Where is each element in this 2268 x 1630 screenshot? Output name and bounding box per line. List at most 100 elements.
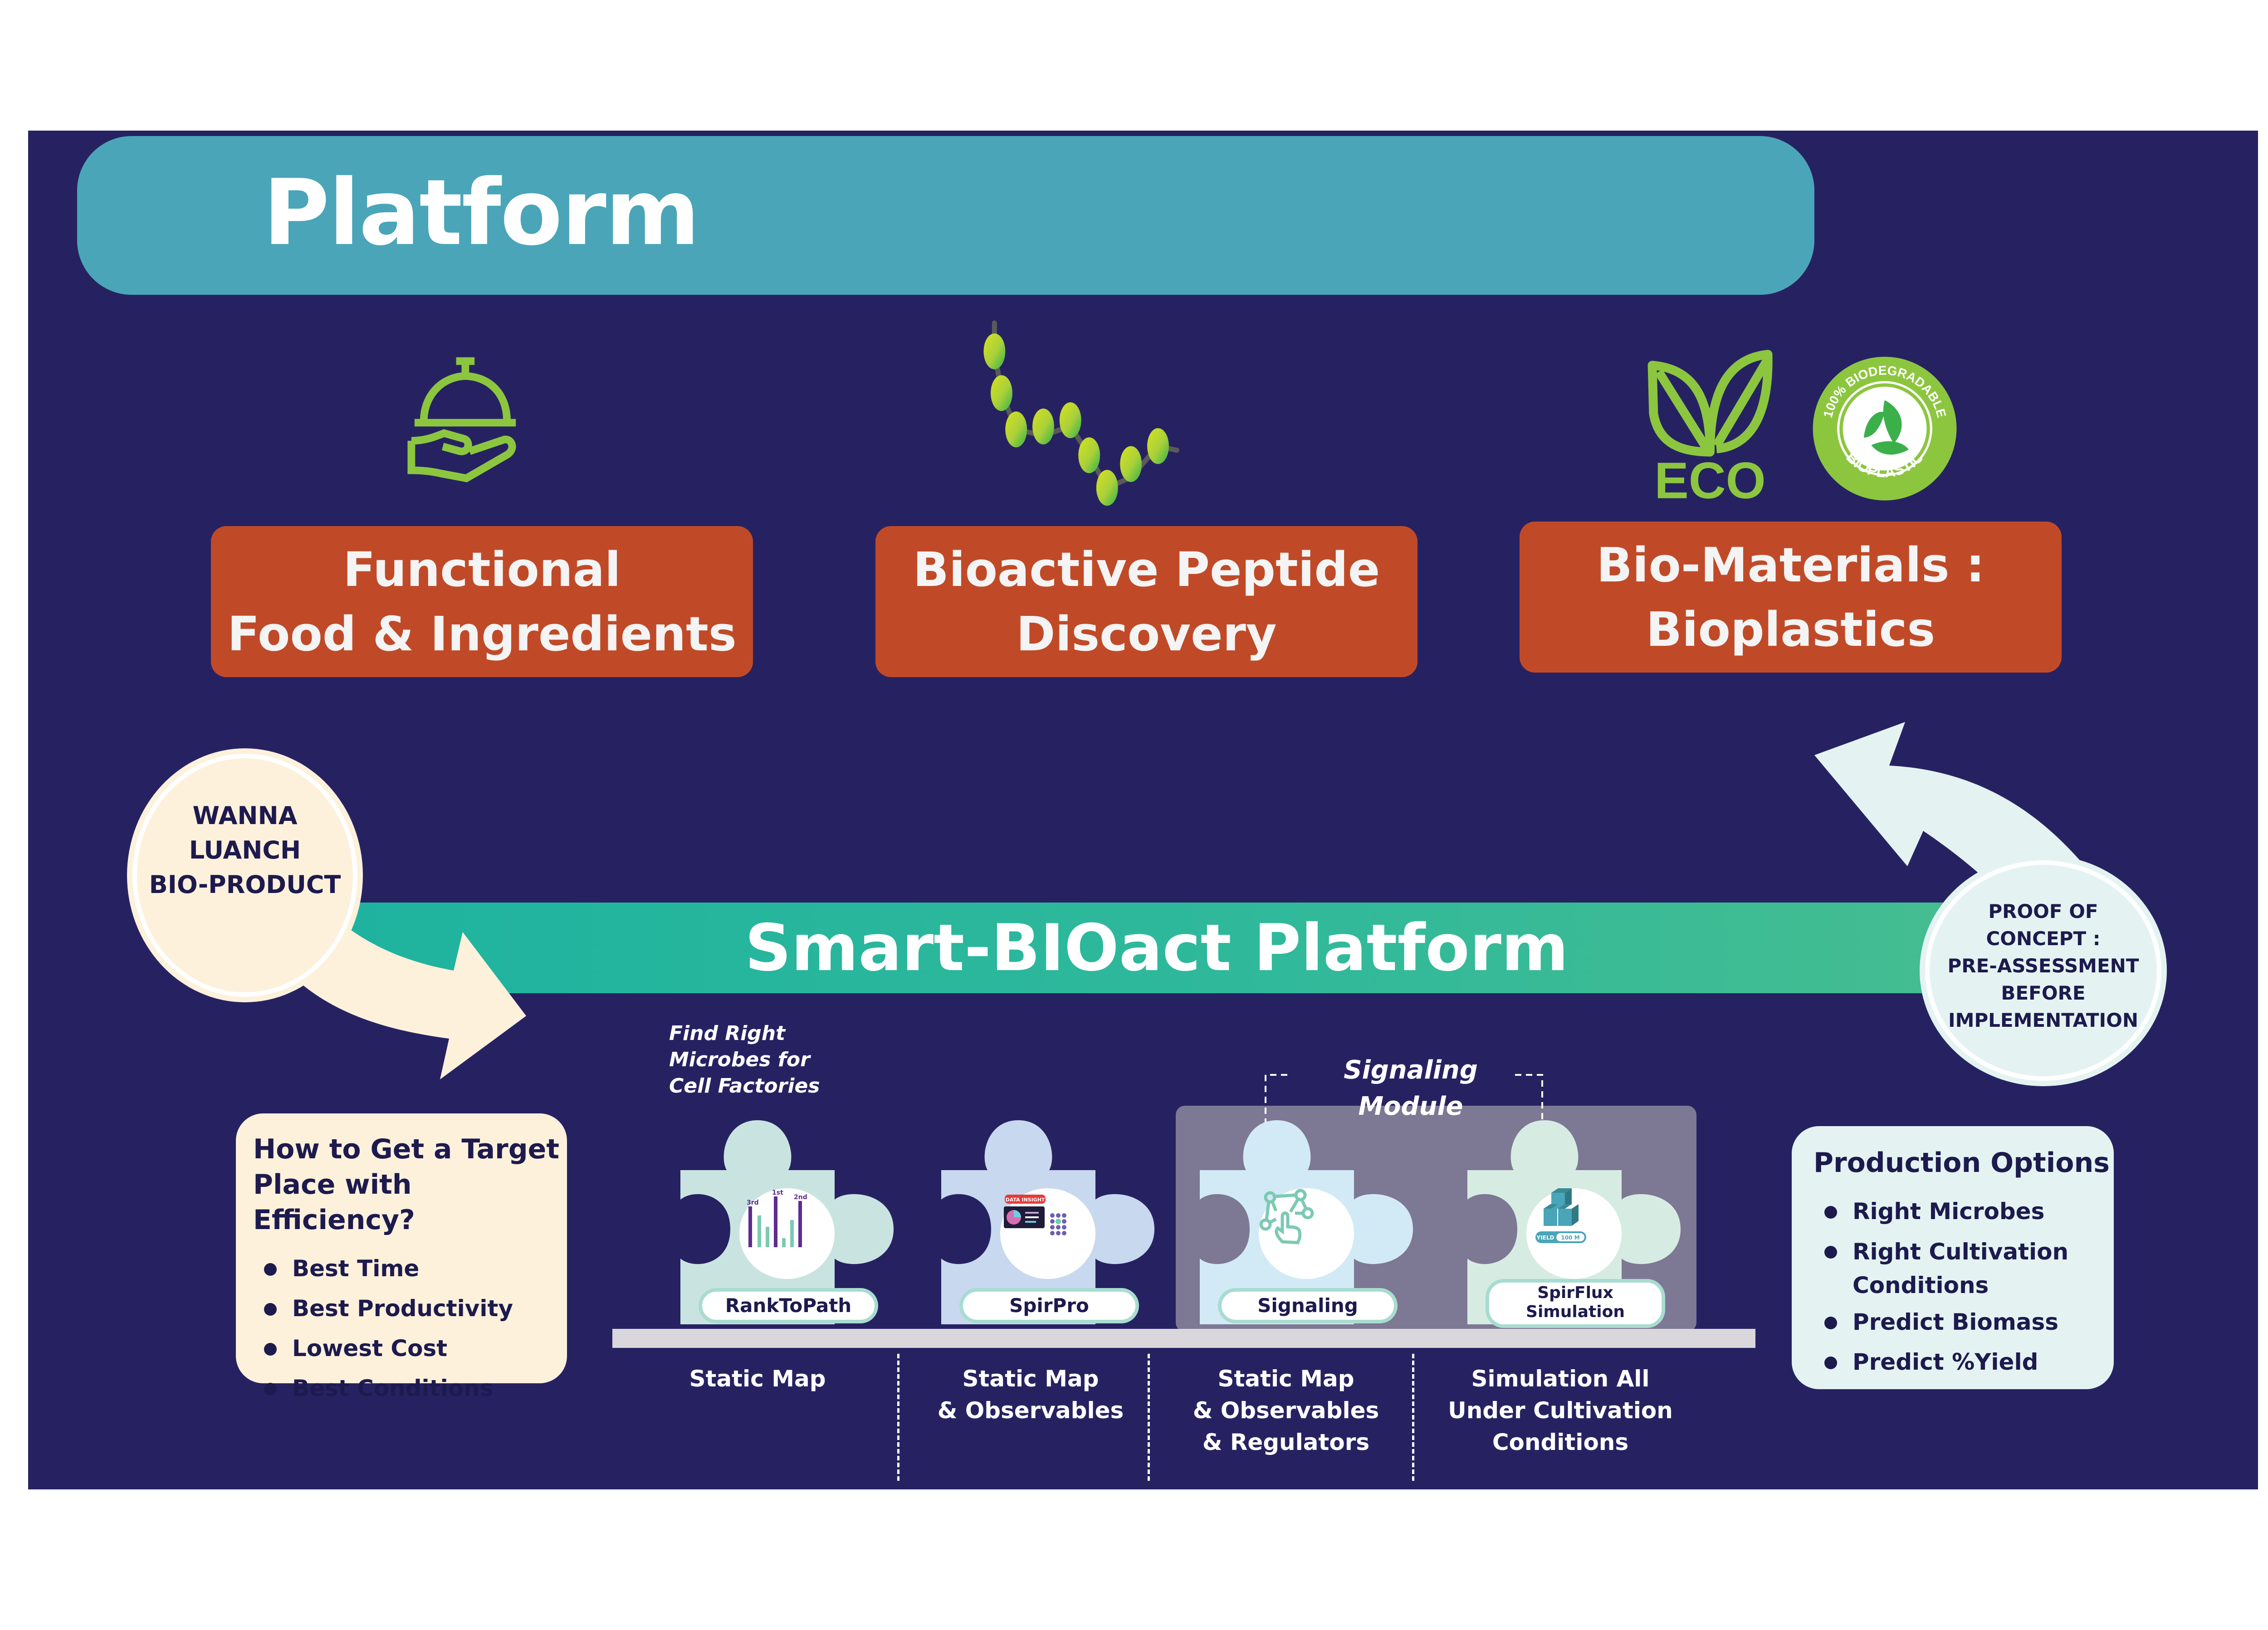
find-note-line: Microbes for [669,1048,810,1071]
target-item-text: Best Conditions [292,1375,494,1401]
find-note-line: Cell Factories [669,1074,820,1098]
bullet-icon [1824,1206,1837,1219]
end-bubble-line: CONCEPT : [1986,927,2101,950]
platform-band [327,903,1978,993]
yield-value: 100 M [1561,1235,1579,1241]
production-options-title: Production Options [1813,1147,2110,1179]
end-bubble-line: BEFORE [2001,982,2086,1004]
header-banner [77,136,1814,295]
data-insight-badge: DATA INSIGHT [1006,1197,1045,1203]
bullet-icon [1824,1357,1837,1369]
bullet-icon [264,1383,277,1396]
application-bioactive-peptide: Bioactive Peptide Discovery [875,526,1418,677]
app-title-line2: Food & Ingredients [227,606,737,662]
module-ranktopath[interactable]: 3rd 1st 2nd RankToPath [676,1120,898,1324]
bullet-icon [1824,1246,1837,1259]
start-bubble: WANNA LUANCH BIO-PRODUCT [127,748,363,1002]
production-item-text: Predict Biomass [1853,1309,2059,1335]
production-item-text: Predict %Yield [1853,1349,2038,1375]
target-item-text: Lowest Cost [292,1335,448,1362]
target-item-text: Best Productivity [292,1295,513,1322]
column-label-line: Static Map [1217,1366,1354,1392]
column-label: Simulation All Under Cultivation Conditi… [1442,1363,1678,1458]
yield-cubes-icon: YIELD 100 M [1526,1188,1622,1279]
target-box-title-line2: Place with Efficiency? [253,1169,415,1236]
column-label: Static Map [640,1363,875,1395]
production-options-box: Production Options Right Microbes Right … [1792,1126,2114,1389]
module-name-line: Simulation [1526,1303,1625,1321]
production-list-item: Predict Biomass [1824,1302,2114,1342]
module-name: SpirPro [959,1288,1139,1323]
platform-band-title: Smart-BIOact Platform [745,910,1569,986]
module-name: SpirFlux Simulation [1486,1279,1665,1328]
production-item-text: Right Microbes [1853,1198,2045,1225]
bullet-icon [1824,1317,1837,1329]
yield-label: YIELD [1536,1235,1554,1241]
network-touch-icon [1259,1188,1354,1279]
target-box-title-line1: How to Get a Target [253,1133,560,1165]
start-bubble-line: LUANCH [189,836,301,864]
peptide-chain-icon [983,320,1179,506]
application-bio-materials: Bio-Materials : Bioplastics [1520,522,2062,673]
end-bubble-ring [1925,860,2161,1081]
bullet-icon [264,1303,277,1316]
end-bubble: PROOF OF CONCEPT : PRE-ASSESSMENT BEFORE… [1920,855,2167,1086]
module-name: RankToPath [699,1288,878,1323]
bullet-icon [264,1263,277,1276]
ranked-bar-chart-icon: 3rd 1st 2nd [739,1188,835,1279]
app-title-line1: Bio-Materials : [1596,537,1985,593]
page-title: Platform [263,160,700,266]
column-label: Static Map & Observables [913,1363,1149,1426]
target-list-item: Lowest Cost [264,1328,567,1368]
module-name: Signaling [1218,1288,1398,1323]
application-functional-food: Functional Food & Ingredients [211,526,753,677]
production-list-item: Right Microbes [1824,1191,2114,1231]
signaling-module-bracket [1265,1074,1543,1125]
production-list-item: Predict %Yield [1824,1342,2114,1382]
target-list-item: Best Conditions [264,1368,567,1408]
app-title-line2: Discovery [1016,606,1277,662]
start-bubble-ring [132,754,357,997]
column-label-line: Static Map [962,1366,1099,1392]
eco-leaves-icon: ECO [1647,350,1773,503]
rank-label: 3rd [747,1199,759,1206]
start-bubble-line: BIO-PRODUCT [149,870,341,899]
target-list-item: Best Time [264,1249,567,1288]
module-name-line: SpirFlux [1537,1284,1613,1302]
column-label-line: Under Cultivation [1448,1397,1673,1424]
app-title-line1: Functional [343,542,621,597]
module-spirpro[interactable]: DATA INSIGHT SpirPro [937,1120,1159,1324]
column-label-line: & Observables [1193,1397,1379,1424]
end-bubble-line: IMPLEMENTATION [1948,1009,2139,1031]
production-list-item: Right Cultivation Conditions [1824,1231,2070,1302]
start-bubble-line: WANNA [192,801,298,830]
column-label-line: Conditions [1492,1429,1629,1455]
end-bubble-line: PROOF OF [1988,900,2098,922]
column-label: Static Map & Observables & Regulators [1168,1363,1404,1458]
production-item-text: Right Cultivation Conditions [1853,1239,2069,1298]
target-item-text: Best Time [292,1255,420,1282]
column-divider [897,1354,899,1481]
rank-label: 1st [772,1189,783,1196]
serving-cloche-icon [407,357,516,483]
column-divider [1412,1354,1414,1481]
column-divider [1148,1354,1150,1481]
signaling-module-title: Signaling Module [1344,1055,1478,1121]
column-label-line: Static Map [689,1366,826,1392]
module-spirflux[interactable]: YIELD 100 M SpirFlux Simulation [1463,1120,1685,1328]
find-note-line: Find Right [669,1022,786,1045]
target-list-item: Best Productivity [264,1288,567,1328]
bullet-icon [264,1343,277,1356]
eco-text: ECO [1654,452,1766,503]
biodegradable-bioplastic-badge-icon: 100% BIODEGRADABLE BIOPLASTIC [1813,356,1957,501]
target-box: How to Get a Target Place with Efficienc… [236,1113,567,1401]
module-signaling[interactable]: Signaling [1195,1120,1418,1324]
end-bubble-line: PRE-ASSESSMENT [1947,955,2139,977]
app-title-line1: Bioactive Peptide [913,542,1380,597]
column-label-line: & Observables [937,1397,1124,1424]
find-microbes-note: Find Right Microbes for Cell Factories [669,1020,820,1099]
app-title-line2: Bioplastics [1646,601,1936,657]
data-insight-icon: DATA INSIGHT [1000,1188,1095,1279]
module-shelf [612,1329,1755,1348]
column-label-line: Simulation All [1471,1366,1650,1392]
